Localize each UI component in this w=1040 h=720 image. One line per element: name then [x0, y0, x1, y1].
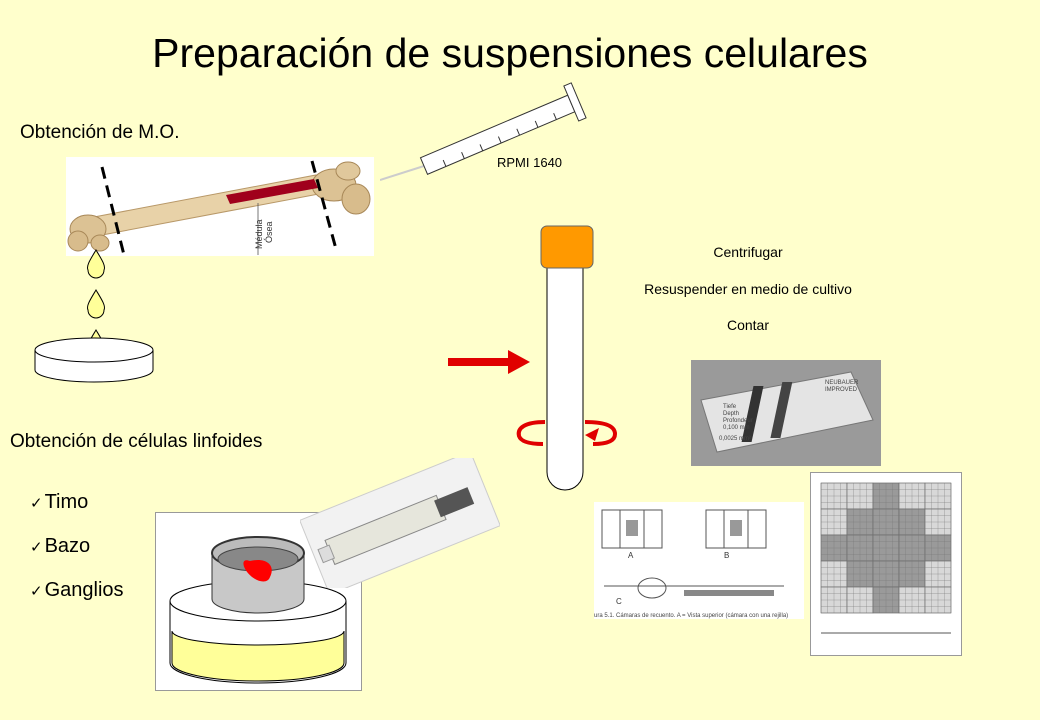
sieve-dish-image: [155, 512, 362, 691]
centrifuge-tube: [516, 225, 618, 491]
organ-list: Timo Bazo Ganglios: [30, 489, 124, 621]
slide-text-5: NEUBAUER: [825, 380, 859, 386]
rotation-arrow-left: [516, 420, 546, 446]
syringe-label: RPMI 1640: [497, 155, 563, 170]
slide-text-0: Tiefe: [723, 404, 737, 410]
bone-label-line1: Médula: [254, 219, 264, 249]
slide-text-1: Depth: [723, 411, 739, 417]
figure-label-b: B: [724, 551, 729, 560]
counting-grid-image: [810, 472, 962, 656]
organ-item: Timo: [30, 489, 124, 533]
femur-image: Médula Ósea: [66, 157, 374, 256]
counting-chamber-diagram: A B C ura 5.1. Cámaras de recuento. A = …: [594, 502, 804, 619]
hemocytometer-photo: Tiefe Depth Profondeur 0,100 mm 0,0025 m…: [691, 360, 881, 466]
slide-text-4: 0,0025 mm²: [719, 436, 751, 442]
syringe-top: [380, 82, 587, 181]
rotation-arrow-right: [584, 420, 618, 446]
slide-text-2: Profondeur: [723, 418, 753, 424]
organ-item: Bazo: [30, 533, 124, 577]
figure-caption: ura 5.1. Cámaras de recuento. A = Vista …: [594, 613, 788, 619]
red-arrow: [448, 350, 530, 374]
drops-and-dish: [34, 249, 154, 383]
bone-label-line2: Ósea: [264, 221, 274, 243]
step-resuspender: Resuspender en medio de cultivo: [644, 281, 852, 297]
slide-text-3: 0,100 mm: [723, 425, 750, 431]
page-title: Preparación de suspensiones celulares: [152, 30, 868, 76]
marrow-region: [226, 179, 318, 204]
spleen-tissue: [243, 559, 272, 582]
step-contar: Contar: [726, 317, 770, 333]
lymphoid-heading: Obtención de células linfoides: [10, 431, 263, 452]
syringe-photo: [300, 458, 500, 588]
tube-cap: [540, 225, 594, 269]
figure-label-a: A: [628, 551, 634, 560]
figure-label-c: C: [616, 597, 622, 606]
bone-marrow-heading: Obtención de M.O.: [20, 122, 180, 143]
step-centrifugar: Centrifugar: [713, 244, 783, 260]
slide-text-6: IMPROVED: [825, 387, 858, 393]
organ-item: Ganglios: [30, 577, 124, 621]
